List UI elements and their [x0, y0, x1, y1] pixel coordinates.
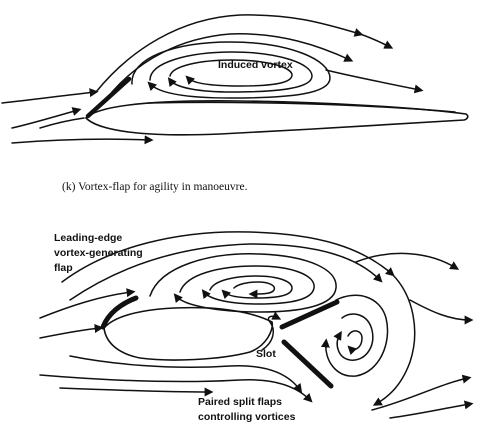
streamline-right-lower — [389, 400, 474, 419]
figure-caption: (k) Vortex-flap for agility in manoeuvre… — [62, 181, 248, 193]
aft-vortex-loop-1 — [320, 294, 389, 377]
vortex-loop-inner — [169, 59, 293, 87]
slot-label: Slot — [256, 348, 276, 360]
vortex-loop-outer — [131, 41, 331, 99]
main-vortex-loop-2 — [179, 265, 315, 305]
streamline-outer — [95, 14, 364, 93]
streamline-top-3 — [11, 135, 154, 145]
streamline-bottom-4 — [39, 324, 104, 339]
streamline-top-1 — [1, 88, 99, 104]
top-vortex-flap — [85, 76, 132, 119]
streamline-right-top — [355, 252, 460, 270]
streamline-right-bottom — [371, 374, 472, 411]
leading-edge-flap-label: Leading-edge vortex-generating flap — [54, 232, 146, 274]
streamline-top-2 — [11, 107, 82, 129]
top-aerofoil — [84, 100, 469, 136]
vortex-loop-mid — [149, 51, 313, 93]
split-flaps-label: Paired split flaps controlling vortices — [198, 396, 296, 423]
split-flap-lower — [281, 339, 334, 389]
streamline-outer-2 — [111, 33, 354, 93]
streamline-outer-tail — [359, 33, 394, 49]
streamline-bottom-6 — [39, 374, 313, 403]
aft-vortex-loop-3 — [347, 330, 363, 355]
top-diagram: Induced vortex (k) Vortex-flap for agili… — [1, 14, 469, 193]
streamline-trailing — [325, 69, 424, 94]
streamline-right-mid — [409, 299, 474, 325]
streamline-bottom-1b — [372, 273, 416, 406]
induced-vortex-label: Induced vortex — [218, 59, 293, 71]
main-vortex-loop-1 — [149, 253, 337, 313]
streamline-bottom-1 — [61, 231, 395, 283]
streamline-bottom-7 — [59, 387, 214, 397]
bottom-aerofoil — [103, 306, 274, 361]
streamline-bottom-5 — [69, 355, 303, 393]
split-flap-upper — [279, 299, 340, 330]
bottom-diagram: Leading-edge vortex-generating flap Slot… — [39, 231, 474, 423]
streamline-top-4 — [39, 117, 85, 129]
leading-edge-flap — [100, 295, 139, 330]
aft-vortex-loop-2 — [333, 313, 374, 361]
slot-flow — [261, 311, 282, 351]
main-vortex-loop-4 — [233, 281, 276, 299]
streamline-bottom-2 — [69, 243, 383, 301]
main-vortex-loop-3 — [209, 275, 293, 299]
top-aerofoil-upper-line — [147, 101, 456, 113]
streamline-bottom-3 — [39, 288, 136, 319]
